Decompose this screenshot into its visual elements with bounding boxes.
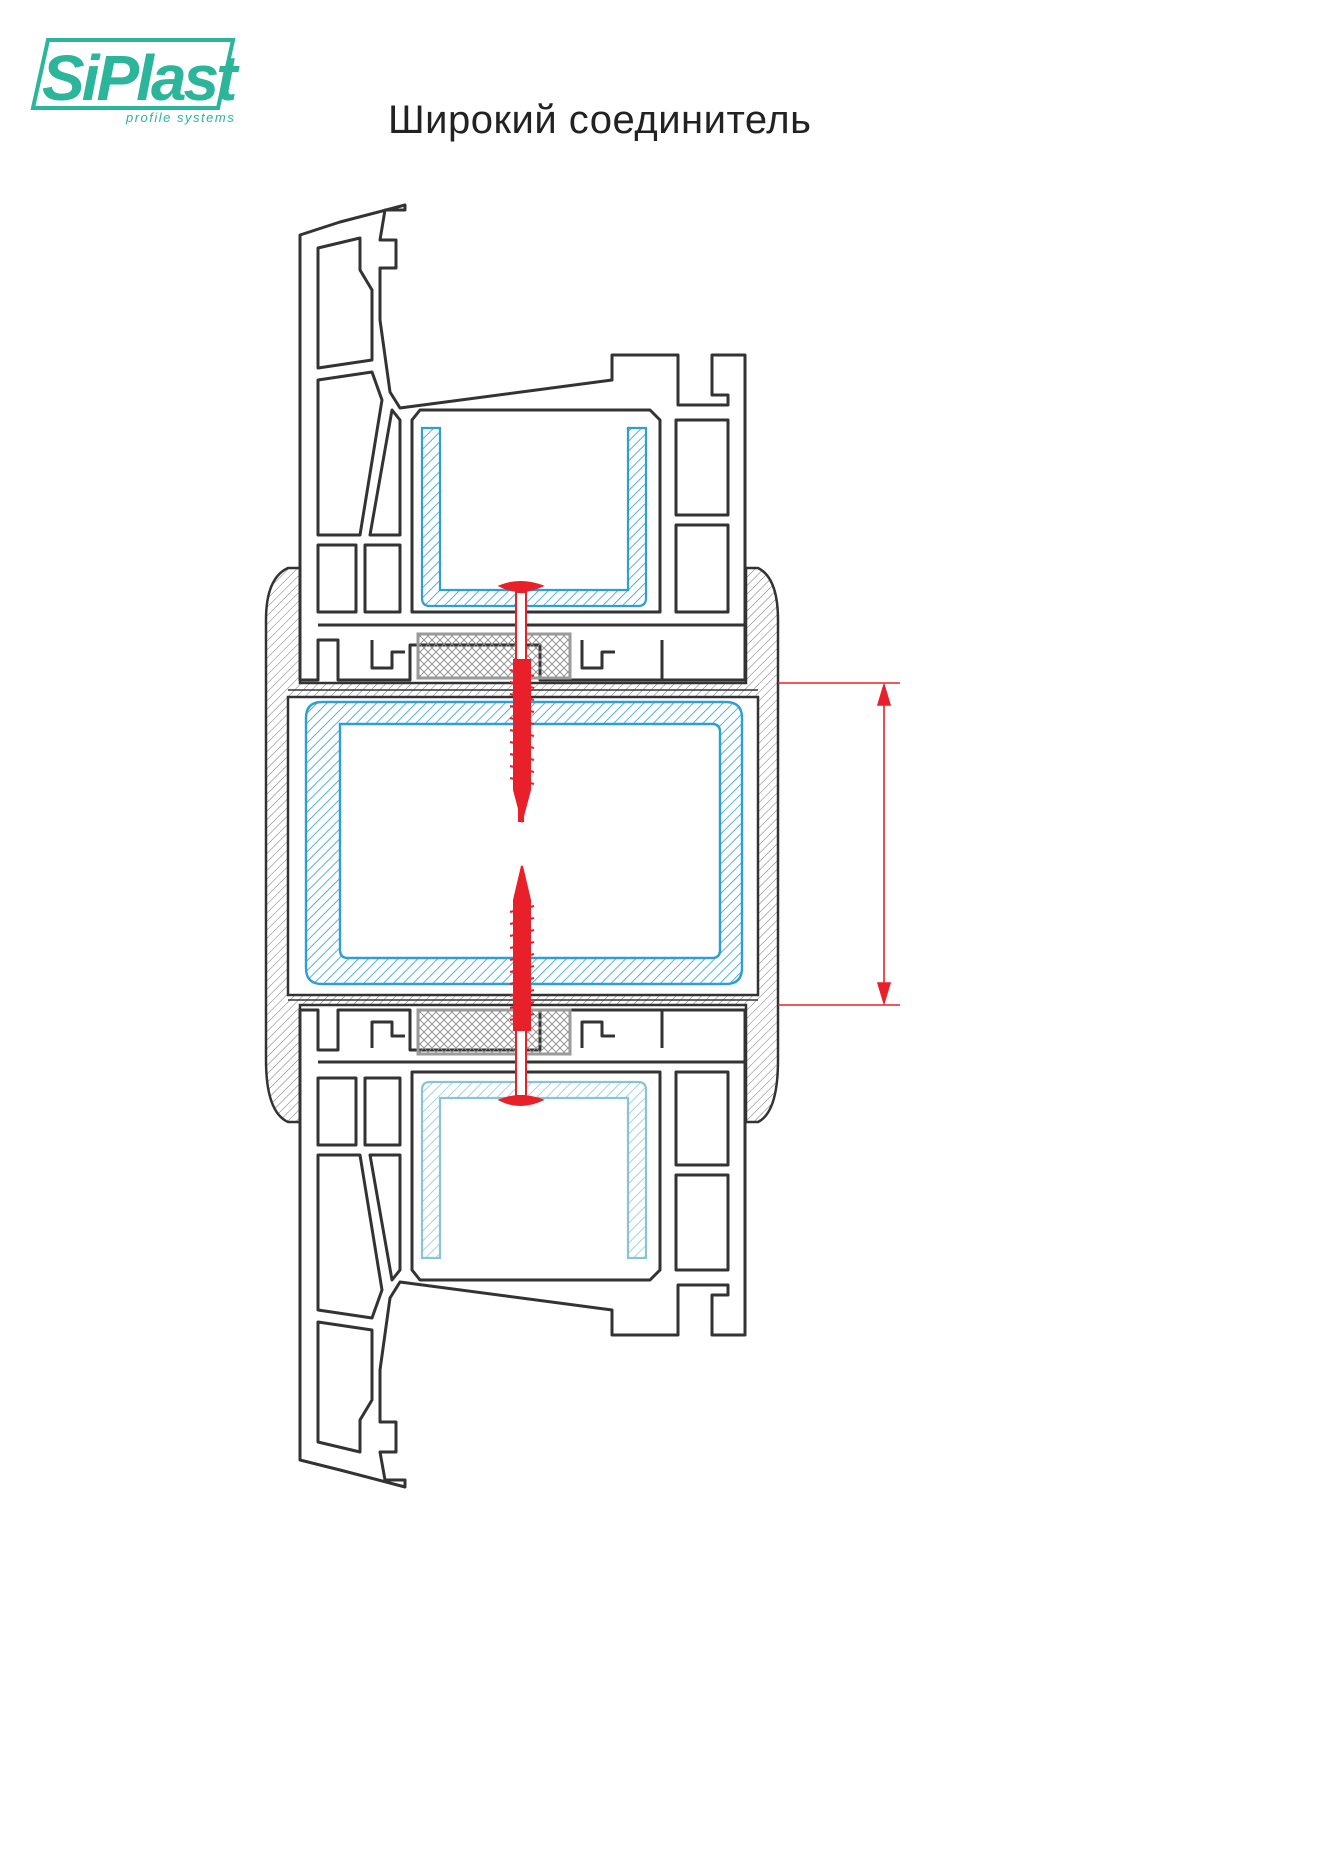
top-steel-reinforcement	[420, 426, 648, 608]
bottom-screw	[497, 865, 545, 1106]
bottom-steel-reinforcement	[420, 1080, 648, 1260]
logo-mark: SiPlast profile systems	[30, 38, 243, 125]
svg-text:profile systems: profile systems	[125, 110, 235, 125]
page-title: Широкий соединитель	[388, 98, 812, 142]
top-gasket	[416, 632, 572, 680]
profile-cross-section-diagram	[264, 203, 900, 1489]
top-frame-profile	[298, 203, 747, 682]
top-screw	[497, 581, 545, 824]
bottom-frame-profile	[298, 1008, 747, 1489]
dimension-line	[778, 682, 900, 1006]
siplast-logo: SiPlast profile systems	[30, 38, 243, 125]
central-steel-tube	[304, 700, 744, 986]
svg-text:SiPlast: SiPlast	[42, 42, 240, 114]
bottom-gasket	[416, 1008, 572, 1056]
